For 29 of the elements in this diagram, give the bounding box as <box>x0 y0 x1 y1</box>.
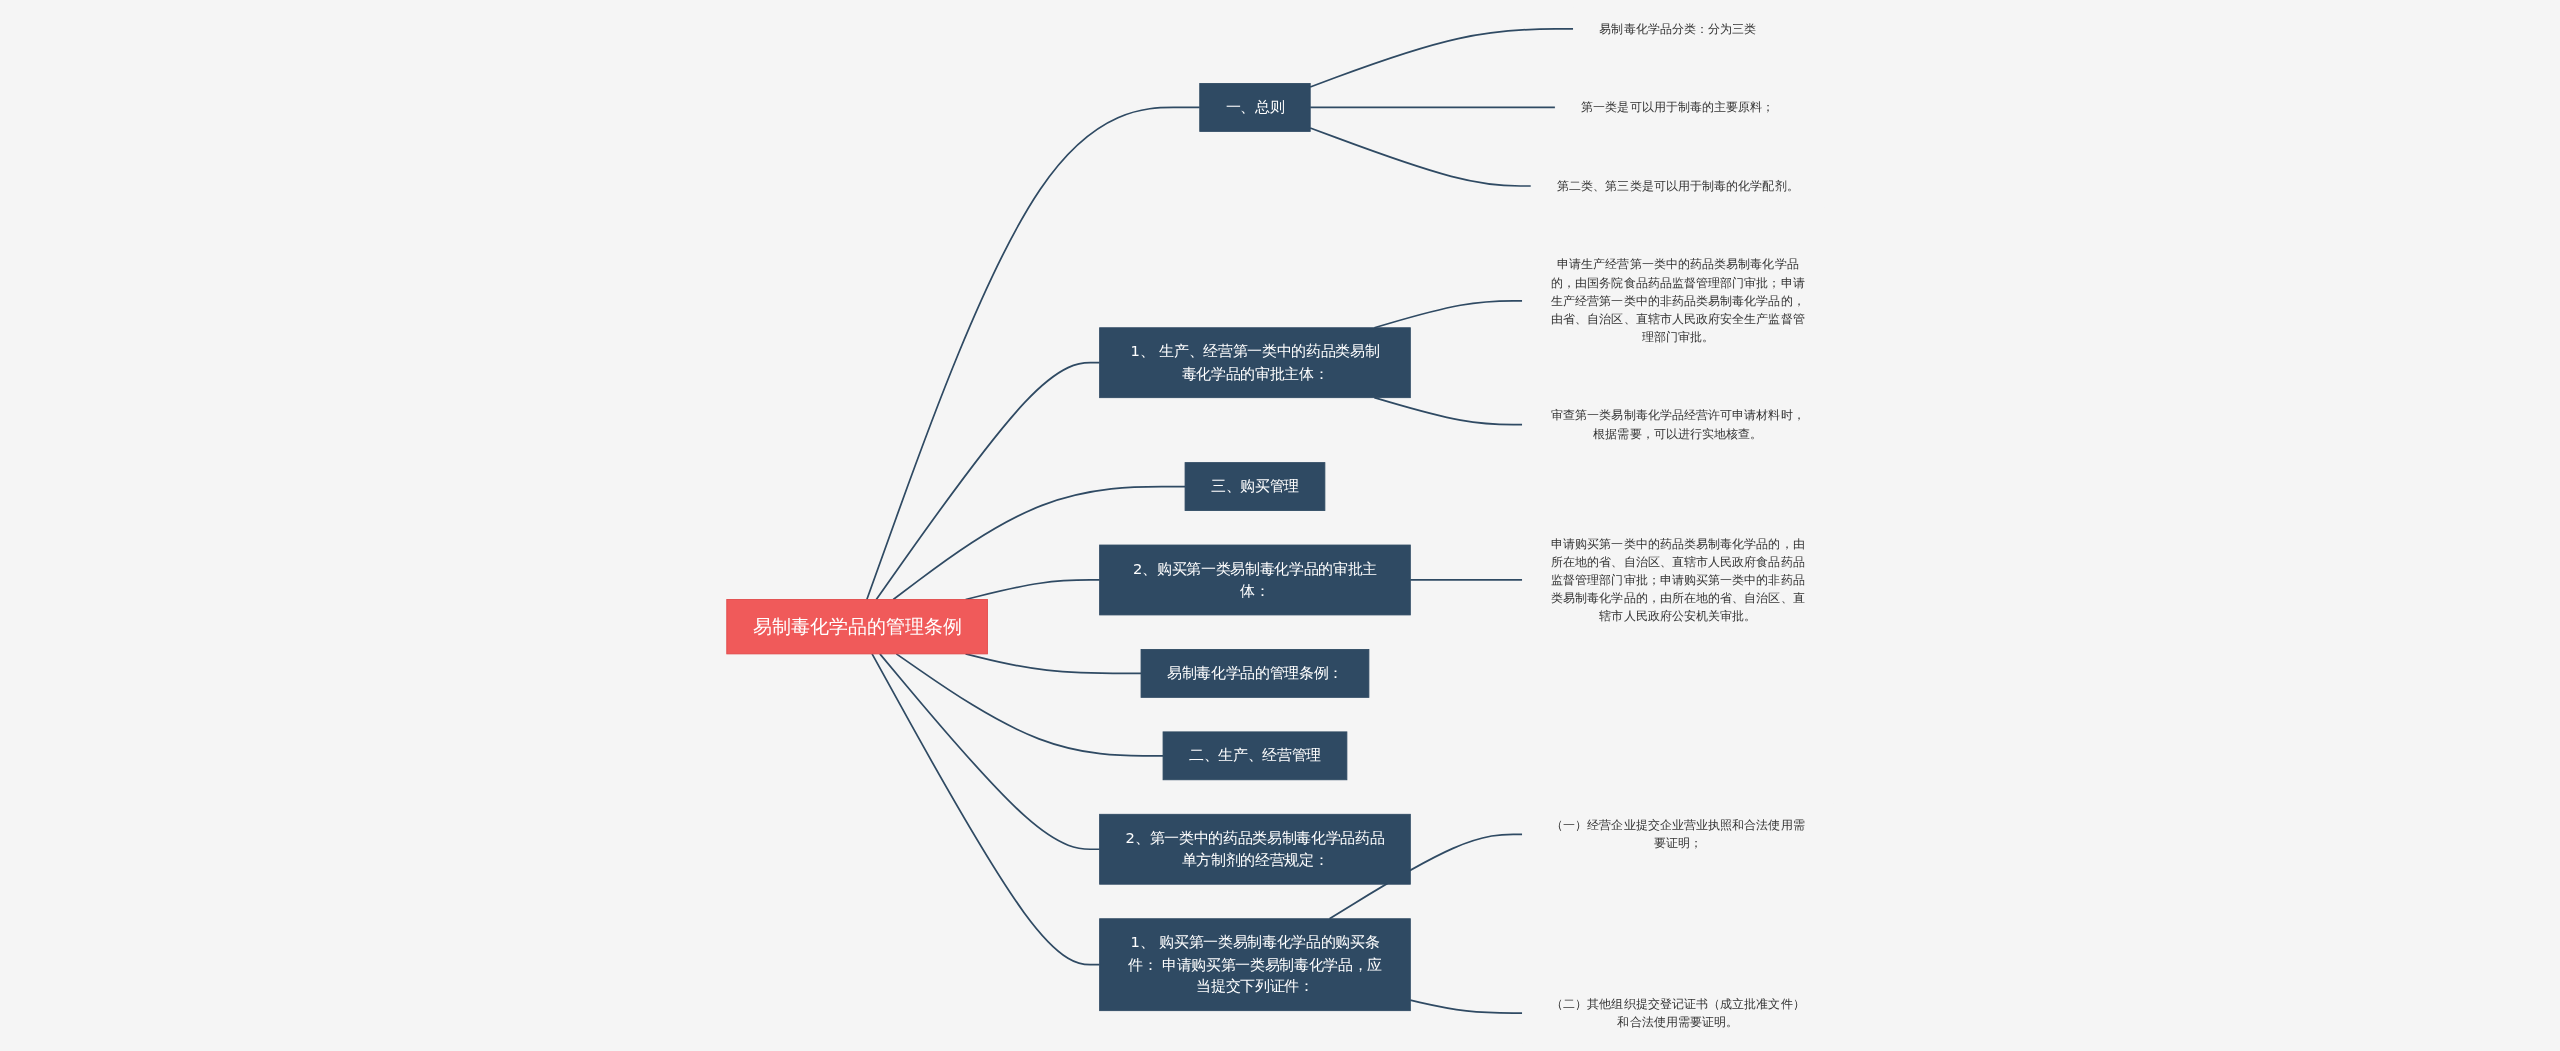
node-box: 2、第一类中的药品类易制毒化学品药品单方制剂的经营规定： <box>1099 813 1411 885</box>
connector <box>875 361 1101 601</box>
connector <box>1309 127 1532 187</box>
connector <box>895 653 1164 757</box>
connector <box>1373 396 1524 426</box>
node-text: （二）其他组织提交登记证书（成立批准文件）和合法使用需要证明。 <box>1551 996 1805 1029</box>
connector <box>1409 999 1524 1014</box>
node-box: 1、 生产、经营第一类中的药品类易制毒化学品的审批主体： <box>1099 327 1411 399</box>
node-box: 易制毒化学品的管理条例 <box>726 599 988 655</box>
connector <box>866 106 1201 601</box>
node-box: 1、 购买第一类易制毒化学品的购买条件： 申请购买第一类易制毒化学品，应当提交下列证件： <box>1099 918 1411 1012</box>
connector <box>1309 106 1557 109</box>
connector <box>879 653 1101 851</box>
connector <box>871 653 1101 966</box>
connector <box>1409 579 1524 581</box>
node-text: 易制毒化学品分类：分为三类 <box>1599 21 1757 36</box>
node-box: 一、总则 <box>1199 83 1311 132</box>
node-text: （一）经营企业提交企业营业执照和合法使用需要证明； <box>1551 817 1805 850</box>
node-box: 易制毒化学品的管理条例： <box>1140 649 1370 698</box>
node-text: 申请购买第一类中的药品类易制毒化学品的，由所在地的省、自治区、直辖市人民政府食品药品监督管理部门审批；申请购买第一类中的非药品类易制毒化学品的，由所在地的省、自治区、直辖市人民政府公安机关审批。 <box>1551 536 1805 623</box>
node-text: 第二类、第三类是可以用于制毒的化学配剂。 <box>1557 178 1799 193</box>
connector <box>892 485 1186 601</box>
node-text: 审查第一类易制毒化学品经营许可申请材料时，根据需要，可以进行实地核查。 <box>1551 408 1805 441</box>
node-text: 第一类是可以用于制毒的主要原料； <box>1581 100 1775 114</box>
node-box: 2、购买第一类易制毒化学品的审批主体： <box>1099 544 1411 616</box>
connector <box>1309 28 1575 88</box>
node-text: 申请生产经营第一类中的药品类易制毒化学品的，由国务院食品药品监督管理部门审批；申请生产经营第一类中的非药品类易制毒化学品的，由省、自治区、直辖市人民政府安全生产监督管理部门审批。 <box>1551 257 1805 344</box>
node-box: 二、生产、经营管理 <box>1162 731 1348 781</box>
node-box: 三、购买管理 <box>1184 462 1326 511</box>
